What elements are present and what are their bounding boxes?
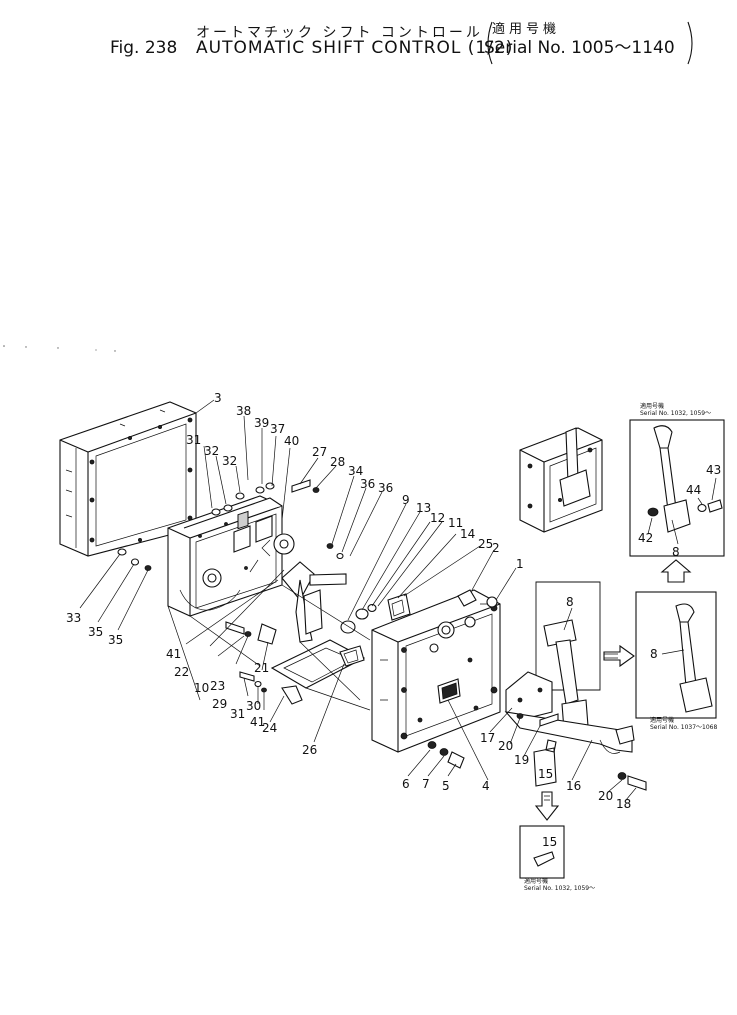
label-24: 24 [262,721,277,735]
inset-lower-serial: Serial No. 1037～1068 [650,724,717,731]
serial-applicability: 適用号機 Serial No. 1005～1140 [484,20,675,58]
label-22: 22 [174,665,189,679]
label-18: 18 [616,797,631,811]
label-25: 25 [478,537,493,551]
label-13: 13 [416,501,431,515]
label-11: 11 [448,516,463,530]
inset-captions: 適用号機 Serial No. 1032, 1059～ 適用号機 Serial … [524,402,717,892]
inset-upper-serial: Serial No. 1032, 1059～ [640,410,711,417]
label-8-b: 8 [650,647,658,661]
label-17: 17 [480,731,495,745]
inset-lower-heading: 適用号機 [650,716,674,724]
serial-range: Serial No. 1005～1140 [484,38,675,58]
label-41-mid: 41 [166,647,181,661]
serial-heading: 適用号機 [492,22,561,37]
label-16: 16 [566,779,581,793]
figure-title: AUTOMATIC SHIFT CONTROL (1/2) [196,38,514,58]
small-hardware-upper [211,482,275,516]
main-mounting-plate [371,589,501,753]
label-23: 23 [210,679,225,693]
inset-lower-right [635,591,717,719]
label-29: 29 [212,697,227,711]
inset-bottom [519,825,565,879]
right-paren-bracket [687,21,693,65]
label-2: 2 [492,541,500,555]
label-34: 33 [66,611,81,625]
part-15-box [533,747,557,787]
label-36-b: 35 [88,625,103,639]
label-30: 30 [246,699,261,713]
label-3: 3 [214,391,222,405]
label-27: 27 [312,445,327,459]
label-10: 10 [194,681,209,695]
flow-arrows [534,559,692,821]
inset-upper-heading: 適用号機 [640,402,664,410]
down-arrow-icon [534,791,560,821]
label-12: 12 [430,511,445,525]
right-arrow-icon [603,644,635,668]
label-38: 37 [270,422,285,436]
rear-cover-housing [59,401,197,557]
bolts-washers [117,479,465,769]
assembly-guide-lines [167,584,371,711]
figure-number: Fig. 238 [110,38,178,58]
label-33: 32 [204,444,219,458]
label-42: 42 [638,531,653,545]
label-1: 1 [516,557,524,571]
label-4: 4 [482,779,490,793]
label-14: 14 [460,527,475,541]
label-44: 44 [686,483,701,497]
part-number-labels: 3 38 39 37 40 31 32 32 27 28 34 36 36 9 … [66,391,721,849]
inset-bottom-serial: Serial No. 1032, 1059～ [524,885,595,892]
left-paren-bracket [487,21,493,65]
label-19: 19 [514,753,529,767]
label-15-a: 15 [538,767,553,781]
header: オートマチック シフト コントロール Fig. 238 AUTOMATIC SH… [0,0,737,70]
label-21: 21 [254,661,269,675]
label-20-b: 20 [598,789,613,803]
label-43: 43 [706,463,721,477]
label-31: 31 [230,707,245,721]
leader-lines [79,399,717,801]
label-41-top: 40 [284,434,299,448]
label-8-c: 8 [672,545,680,559]
japanese-title: オートマチック シフト コントロール [196,25,483,41]
label-40: 39 [254,416,269,430]
label-8-a: 8 [566,595,574,609]
label-41-low: 41 [250,715,265,729]
label-20-a: 20 [498,739,513,753]
up-arrow-icon [660,559,692,583]
label-32-b: 32 [222,454,237,468]
connector-plate [270,639,366,705]
label-35-b: 35 [108,633,123,647]
label-39: 38 [236,404,251,418]
label-7: 7 [422,777,430,791]
control-unit-body [167,495,295,617]
label-26: 26 [302,743,317,757]
label-15-b: 15 [542,835,557,849]
label-35-a: 34 [348,464,363,478]
label-28: 28 [330,455,345,469]
lever-bracket-assembly [504,581,647,791]
label-36-a: 36 [360,477,375,491]
label-6: 6 [402,777,410,791]
assembled-view-thumbnail [519,427,603,533]
inset-upper-right [629,419,725,557]
label-9: 9 [402,493,410,507]
inset-bottom-heading: 適用号機 [524,877,548,885]
label-32-a: 31 [186,433,201,447]
label-37: 36 [378,481,393,495]
scan-noise [3,345,116,352]
label-5: 5 [442,779,450,793]
